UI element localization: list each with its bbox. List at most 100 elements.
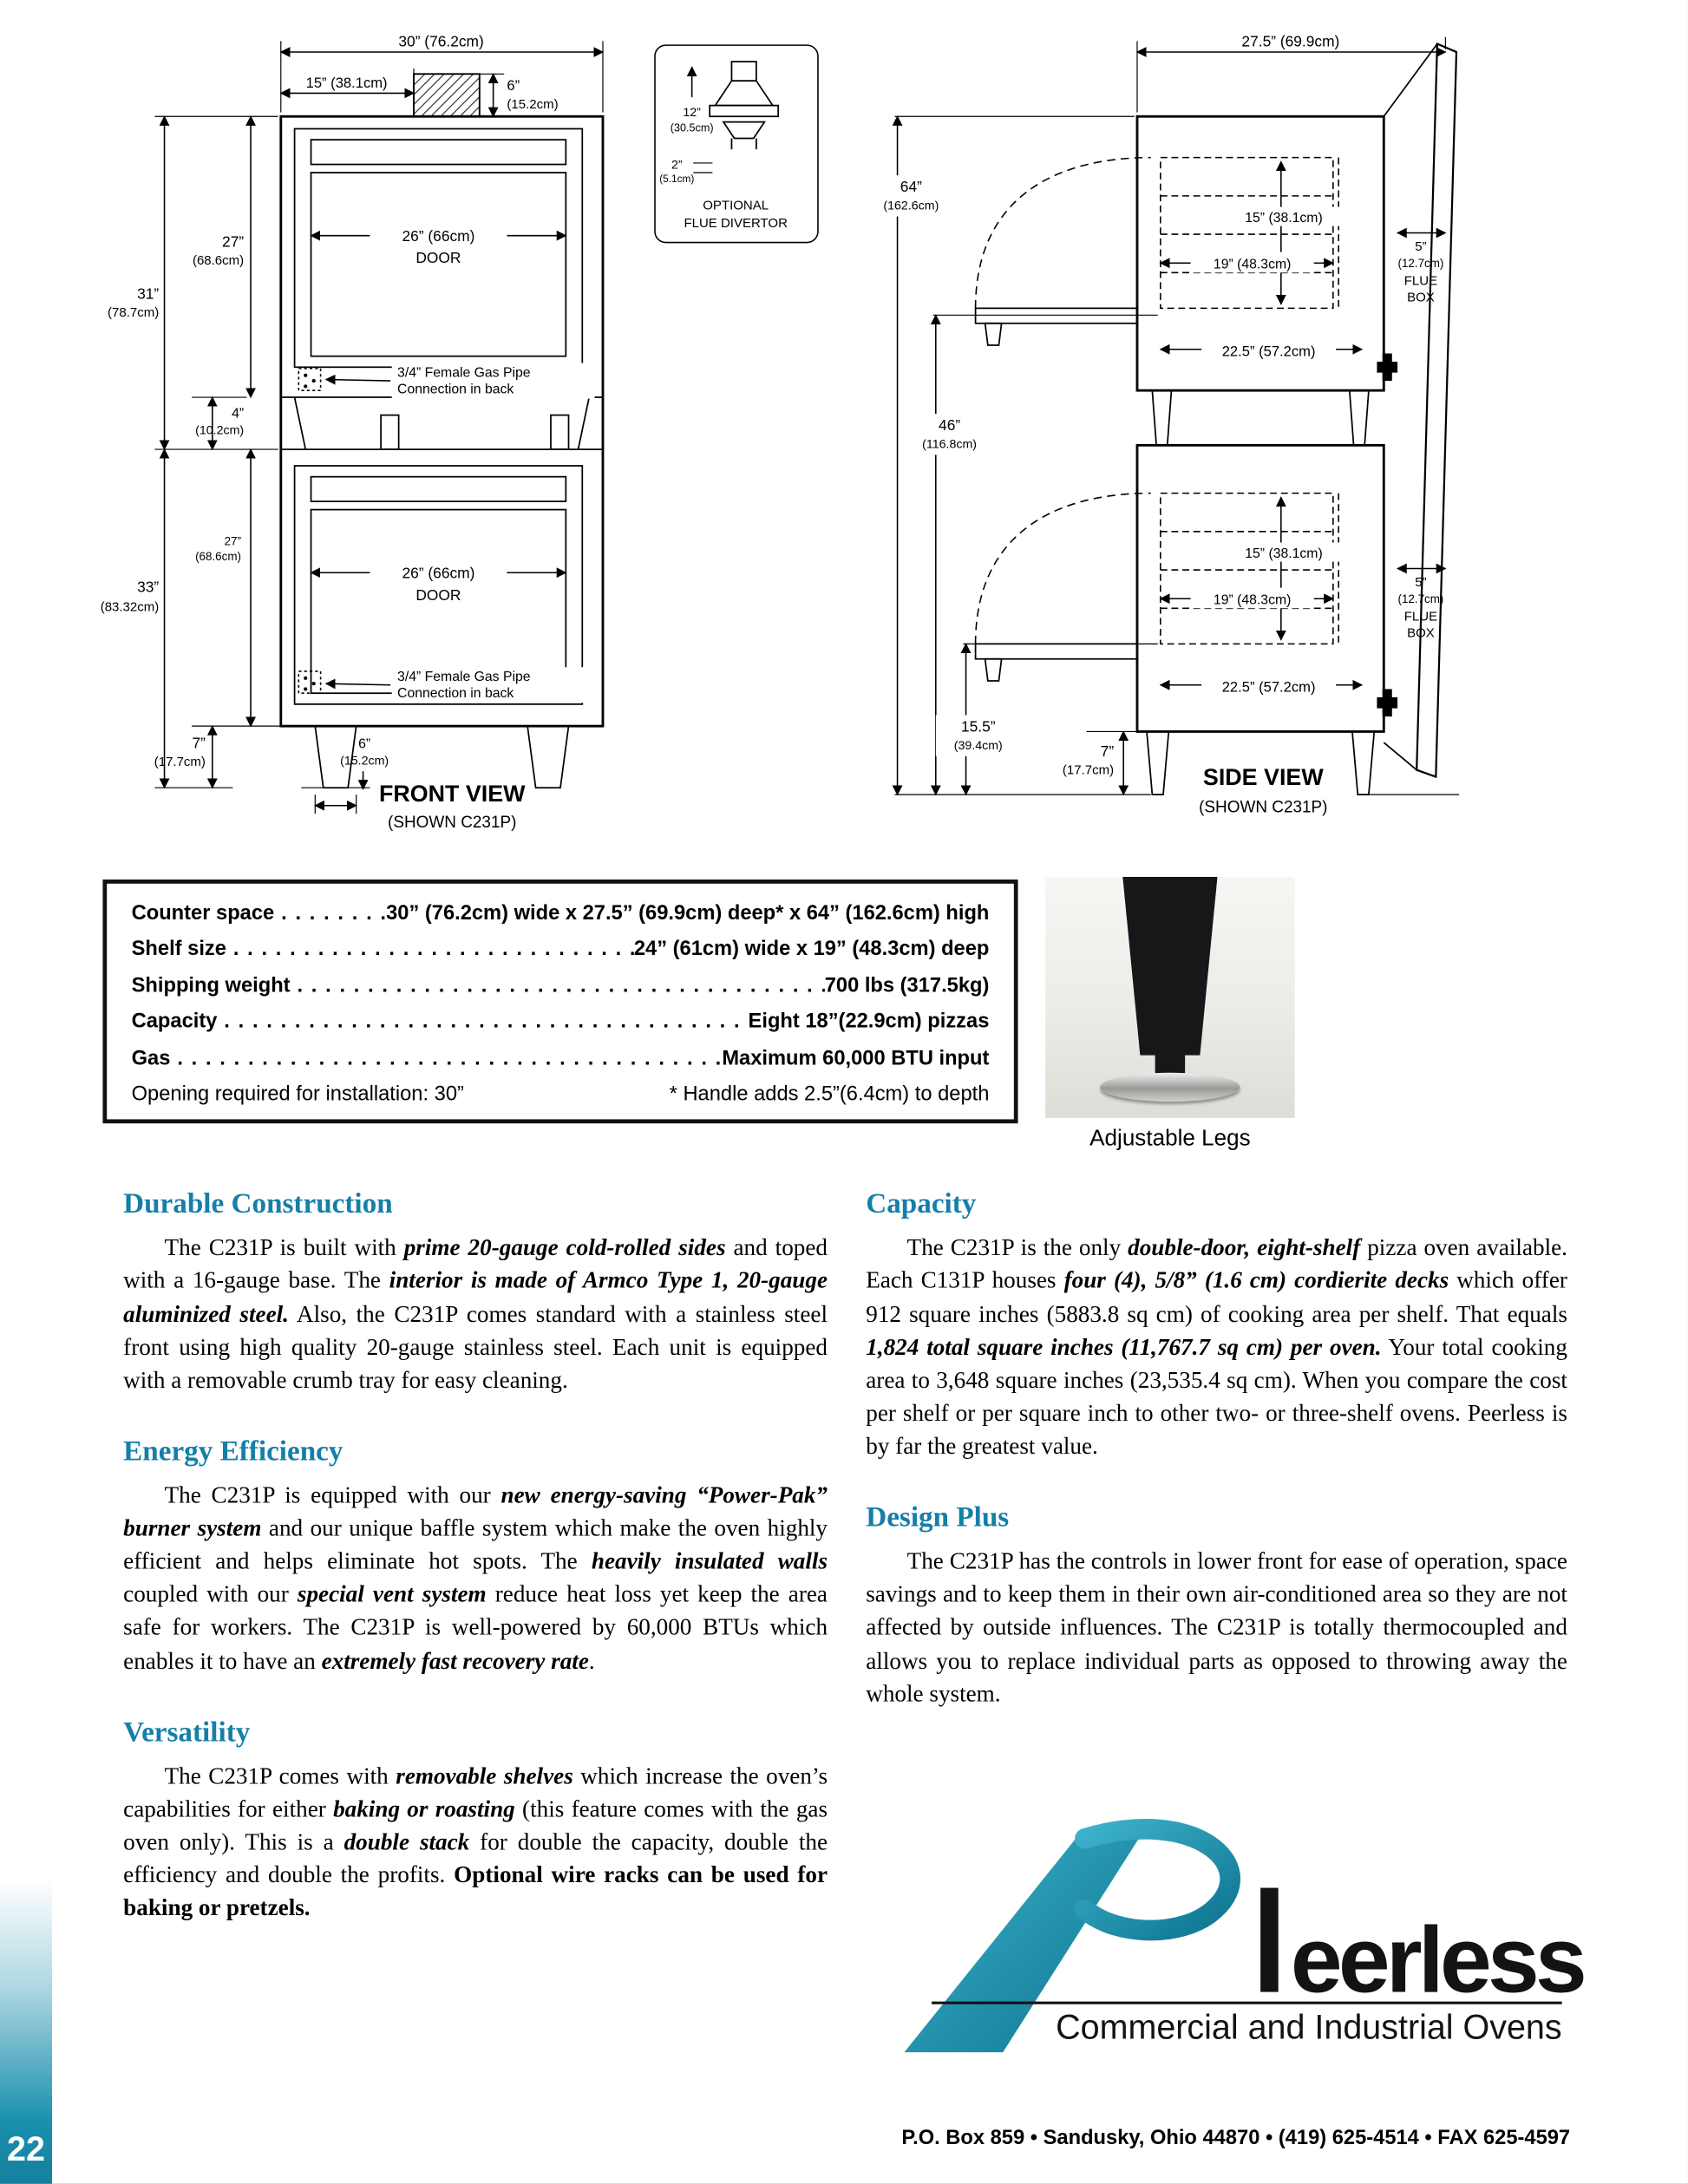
gas-connection-symbol-upper — [298, 368, 322, 391]
dim-lower-total-cm: (83.32cm) — [101, 599, 160, 614]
flue-divertor-inset: 12” (30.5cm) 2” (5.1cm) OPTIONAL FLUE DI… — [654, 44, 819, 244]
section-heading: Versatility — [123, 1714, 251, 1748]
logo-p-swoosh — [904, 1819, 1240, 2053]
dim-upper-oven: 27” — [222, 232, 244, 250]
spec-leader: . . . . . . . . . . . . . . . . . . . . … — [177, 1046, 723, 1069]
section-heading: Energy Efficiency — [123, 1434, 343, 1468]
front-view-title: FRONT VIEW — [379, 781, 526, 807]
dim-side-depth: 27.5” (69.9cm) — [1241, 33, 1339, 50]
dim-upper-oven-cm: (68.6cm) — [193, 253, 244, 268]
left-column: Durable Construction The C231P is built … — [123, 1184, 828, 1960]
dim-lower-oven-cm: (68.6cm) — [195, 550, 241, 563]
spec-value: 24” (61cm) wide x 19” (48.3cm) deep — [633, 937, 990, 961]
dim-upper-total: 31” — [137, 284, 159, 302]
section-paragraph: The C231P comes with removable shelves w… — [123, 1762, 828, 1922]
gas-label-lower-2: Connection in back — [397, 686, 514, 701]
spec-footnotes: Opening required for installation: 30” *… — [132, 1082, 990, 1106]
spec-label: Capacity — [131, 1010, 218, 1034]
door-swing-arc-upper — [974, 156, 1151, 309]
door-dim-lower: 26” (66cm) — [402, 565, 474, 582]
flue-box-upper-3: FLUE — [1404, 274, 1437, 289]
dim-spacer-cm: (10.2cm) — [195, 424, 244, 438]
side-view-title: SIDE VIEW — [1203, 764, 1324, 790]
dim-side-46-cm: (116.8cm) — [922, 437, 977, 451]
flue-box-lower-1: 5” — [1415, 575, 1426, 590]
spec-label: Shipping weight — [131, 973, 291, 997]
dim-shelf-depth-lower: 19” (48.3cm) — [1214, 593, 1291, 608]
gas-label-upper-1: 3/4” Female Gas Pipe — [397, 365, 531, 380]
section-heading: Design Plus — [866, 1500, 1010, 1533]
dim-shelf-height-upper: 15” (38.1cm) — [1245, 211, 1322, 226]
open-door-panel — [1416, 42, 1458, 779]
logo-wordmark: eerless — [1291, 1908, 1584, 2012]
open-shelf-lower — [974, 643, 1138, 660]
dim-side-155: 15.5” — [961, 717, 996, 735]
spec-row-shipping-weight: Shipping weight . . . . . . . . . . . . … — [132, 974, 990, 997]
gas-label-upper-2: Connection in back — [397, 382, 514, 396]
flue-box-upper-2: (12.7cm) — [1397, 257, 1443, 270]
adjustable-foot-image — [1100, 1072, 1240, 1102]
flue-box-upper-1: 5” — [1415, 239, 1426, 254]
section-design-plus: Design Plus The C231P has the controls i… — [866, 1497, 1567, 1710]
inset-dim-12: 12” — [683, 106, 701, 120]
section-capacity: Capacity The C231P is the only double-do… — [866, 1184, 1567, 1463]
dim-leg-height: 7” — [192, 734, 206, 751]
dim-side-leg-cm: (17.7cm) — [1063, 762, 1114, 777]
spec-label: Shelf size — [131, 937, 226, 961]
specs-box: Counter space . . . . . . . . . . . . . … — [102, 879, 1018, 1124]
spec-row-counter-space: Counter space . . . . . . . . . . . . . … — [132, 901, 990, 925]
flue-connector-lower — [1377, 689, 1398, 717]
spec-row-shelf-size: Shelf size . . . . . . . . . . . . . . .… — [132, 938, 990, 961]
spec-label: Counter space — [131, 901, 275, 925]
dim-spacer: 4” — [232, 407, 244, 422]
section-versatility: Versatility The C231P comes with removab… — [123, 1712, 828, 1926]
inset-dim-2-cm: (5.1cm) — [659, 173, 694, 185]
section-durable-construction: Durable Construction The C231P is built … — [123, 1184, 828, 1397]
spec-value: Eight 18”(22.9cm) pizzas — [748, 1010, 990, 1034]
spec-leader: . . . . . . . . . . . . . . . . . . . . … — [281, 901, 386, 925]
dim-flue-height: 6” — [507, 77, 520, 94]
dim-side-height: 64” — [900, 178, 922, 195]
spec-value: 700 lbs (317.5kg) — [824, 973, 990, 997]
logo-bar — [1260, 1887, 1279, 1992]
spec-leader: . . . . . . . . . . . . . . . . . . . . … — [297, 973, 824, 997]
section-paragraph: The C231P has the controls in lower fron… — [866, 1548, 1567, 1707]
peerless-logo: eerless Commercial and Industrial Ovens — [904, 1819, 1588, 2053]
dim-upper-total-cm: (78.7cm) — [108, 305, 159, 320]
front-leg-right — [527, 725, 570, 789]
section-paragraph: The C231P is equipped with our new energ… — [123, 1482, 828, 1674]
spec-leader: . . . . . . . . . . . . . . . . . . . . … — [224, 1010, 748, 1034]
right-column: Capacity The C231P is the only double-do… — [866, 1184, 1567, 1745]
side-leg-right — [1351, 730, 1376, 795]
section-heading: Capacity — [866, 1186, 977, 1220]
side-dashed-shelves — [974, 156, 1339, 645]
spec-footnote-left: Opening required for installation: 30” — [131, 1082, 464, 1106]
dim-flue-height-cm: (15.2cm) — [507, 97, 558, 112]
section-paragraph: The C231P is the only double-door, eight… — [866, 1234, 1567, 1459]
spec-leader: . . . . . . . . . . . . . . . . . . . . … — [232, 937, 634, 961]
dim-leg-offset: 6” — [358, 736, 370, 751]
logo-tagline: Commercial and Industrial Ovens — [1056, 2008, 1562, 2046]
inset-label-1: OPTIONAL — [703, 199, 769, 213]
dim-225-upper: 22.5” (57.2cm) — [1222, 343, 1316, 360]
dim-shelf-depth-upper: 19” (48.3cm) — [1214, 258, 1291, 272]
legs-caption: Adjustable Legs — [1089, 1126, 1251, 1151]
flue-box-lower-3: FLUE — [1404, 610, 1437, 624]
open-shelf-upper — [974, 307, 1138, 324]
spec-row-gas: Gas . . . . . . . . . . . . . . . . . . … — [132, 1046, 990, 1069]
spec-row-capacity: Capacity . . . . . . . . . . . . . . . .… — [132, 1010, 990, 1033]
flue-connector-upper — [1377, 353, 1398, 382]
flue-box-upper-4: BOX — [1407, 290, 1435, 304]
flue-stub — [413, 73, 481, 118]
side-view-subtitle: (SHOWN C231P) — [1199, 799, 1327, 817]
dim-side-46: 46” — [939, 416, 960, 434]
dim-lower-total: 33” — [137, 578, 159, 595]
dim-leg-height-cm: (17.7cm) — [154, 755, 206, 769]
side-extension-lines — [894, 36, 1460, 795]
door-dim-upper: 26” (66cm) — [402, 227, 474, 245]
footer-address: P.O. Box 859 • Sandusky, Ohio 44870 • (4… — [901, 2126, 1571, 2150]
spec-footnote-right: * Handle adds 2.5”(6.4cm) to depth — [669, 1082, 990, 1106]
inset-dim-2: 2” — [671, 158, 683, 172]
dim-front-width: 30” (76.2cm) — [398, 33, 483, 50]
dim-side-height-cm: (162.6cm) — [883, 199, 939, 213]
